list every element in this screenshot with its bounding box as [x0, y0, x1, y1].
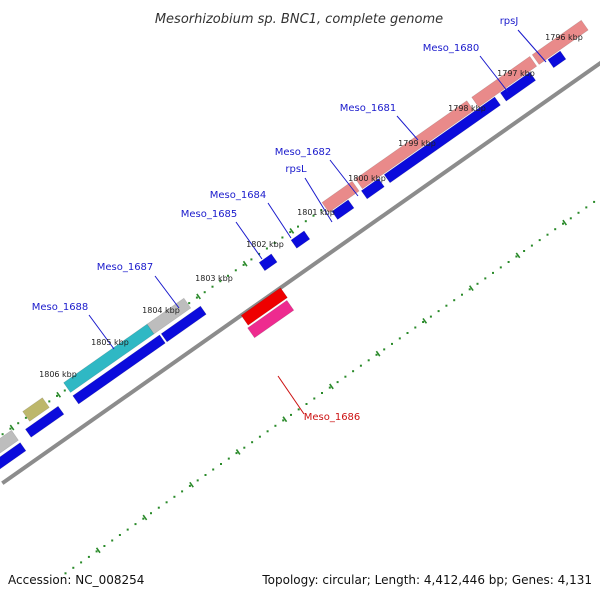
genome-backbone — [1, 60, 600, 485]
kbp-scale-labels: 1796 kbp 1797 kbp 1798 kbp 1799 kbp 1800 kbp… — [39, 33, 583, 379]
cds-feature — [360, 178, 385, 200]
leader-line — [329, 159, 359, 197]
gene-label: rpsJ — [500, 16, 519, 27]
gene-label: Meso_1684 — [210, 190, 267, 201]
leader-line — [267, 202, 292, 239]
rrna-feature — [531, 19, 589, 65]
gene-label: Meso_1680 — [423, 43, 480, 54]
kbp-label: 1803 kbp — [195, 274, 233, 283]
cds-feature — [72, 334, 166, 405]
leader-line — [517, 29, 547, 63]
leader-line — [88, 314, 115, 350]
rrna-feature — [471, 55, 538, 108]
cds-feature — [0, 442, 27, 470]
cds-feature — [331, 199, 355, 220]
leader-line — [235, 221, 263, 260]
gray-feature — [0, 429, 19, 454]
gene-label: Meso_1681 — [340, 103, 397, 114]
leader-line — [396, 115, 419, 141]
rrna-feature — [355, 100, 475, 190]
magenta-feature — [247, 299, 295, 339]
label-leader-lines — [88, 29, 547, 415]
cds-feature — [383, 96, 501, 184]
olive-feature — [22, 397, 50, 422]
kbp-label: 1799 kbp — [398, 139, 436, 148]
cds-feature — [160, 305, 207, 343]
rrna-feature — [321, 180, 360, 213]
cds-feature — [258, 253, 278, 272]
gene-label: Meso_1686 — [304, 412, 361, 423]
kbp-label: 1800 kbp — [348, 174, 386, 183]
cds-feature — [24, 405, 65, 438]
red-feature — [240, 287, 288, 326]
cds-feature — [547, 50, 567, 69]
gray-feature — [146, 297, 192, 335]
accession-label: Accession: NC_008254 — [8, 573, 145, 587]
leader-line — [154, 275, 180, 309]
kbp-label: 1797 kbp — [497, 69, 535, 78]
map-title: Mesorhizobium sp. BNC1, complete genome — [155, 12, 443, 27]
feature-track — [0, 19, 589, 470]
kbp-label: 1801 kbp — [297, 208, 335, 217]
gene-label: Meso_1685 — [181, 209, 238, 220]
inner-tick-row — [64, 200, 596, 575]
kbp-label: 1798 kbp — [448, 104, 486, 113]
tick-rows — [1, 29, 596, 575]
kbp-label: 1802 kbp — [246, 240, 284, 249]
gene-label: Meso_1682 — [275, 147, 332, 158]
gene-label: rpsL — [285, 164, 307, 175]
gene-label: Meso_1687 — [97, 262, 154, 273]
backbone-line — [1, 60, 600, 485]
kbp-label: 1804 kbp — [142, 306, 180, 315]
gene-label: Meso_1688 — [32, 302, 89, 313]
genome-info-label: Topology: circular; Length: 4,412,446 bp… — [262, 573, 592, 587]
kbp-label: 1806 kbp — [39, 370, 77, 379]
kbp-label: 1796 kbp — [545, 33, 583, 42]
cds-feature — [499, 71, 537, 102]
kbp-label: 1805 kbp — [91, 338, 129, 347]
leader-line — [277, 375, 305, 415]
leader-line — [479, 55, 509, 93]
cds-feature — [290, 230, 311, 249]
leader-line — [304, 177, 333, 223]
